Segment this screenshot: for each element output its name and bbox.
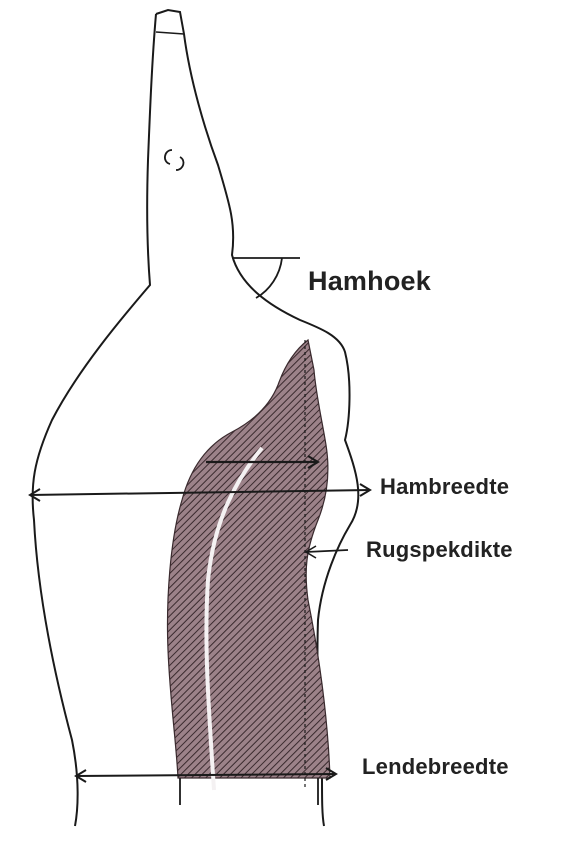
tail-tip <box>156 32 184 34</box>
loin-muscle-region <box>168 340 330 778</box>
carcass-outline-right <box>33 14 156 826</box>
backfat-line <box>306 550 348 552</box>
navel-mark <box>165 150 184 170</box>
label-hamhoek: Hamhoek <box>308 266 431 297</box>
label-rugspekdikte: Rugspekdikte <box>366 537 513 563</box>
ham-angle-arc <box>256 258 282 298</box>
label-hambreedte: Hambreedte <box>380 474 509 500</box>
label-lendebreedte: Lendebreedte <box>362 754 509 780</box>
